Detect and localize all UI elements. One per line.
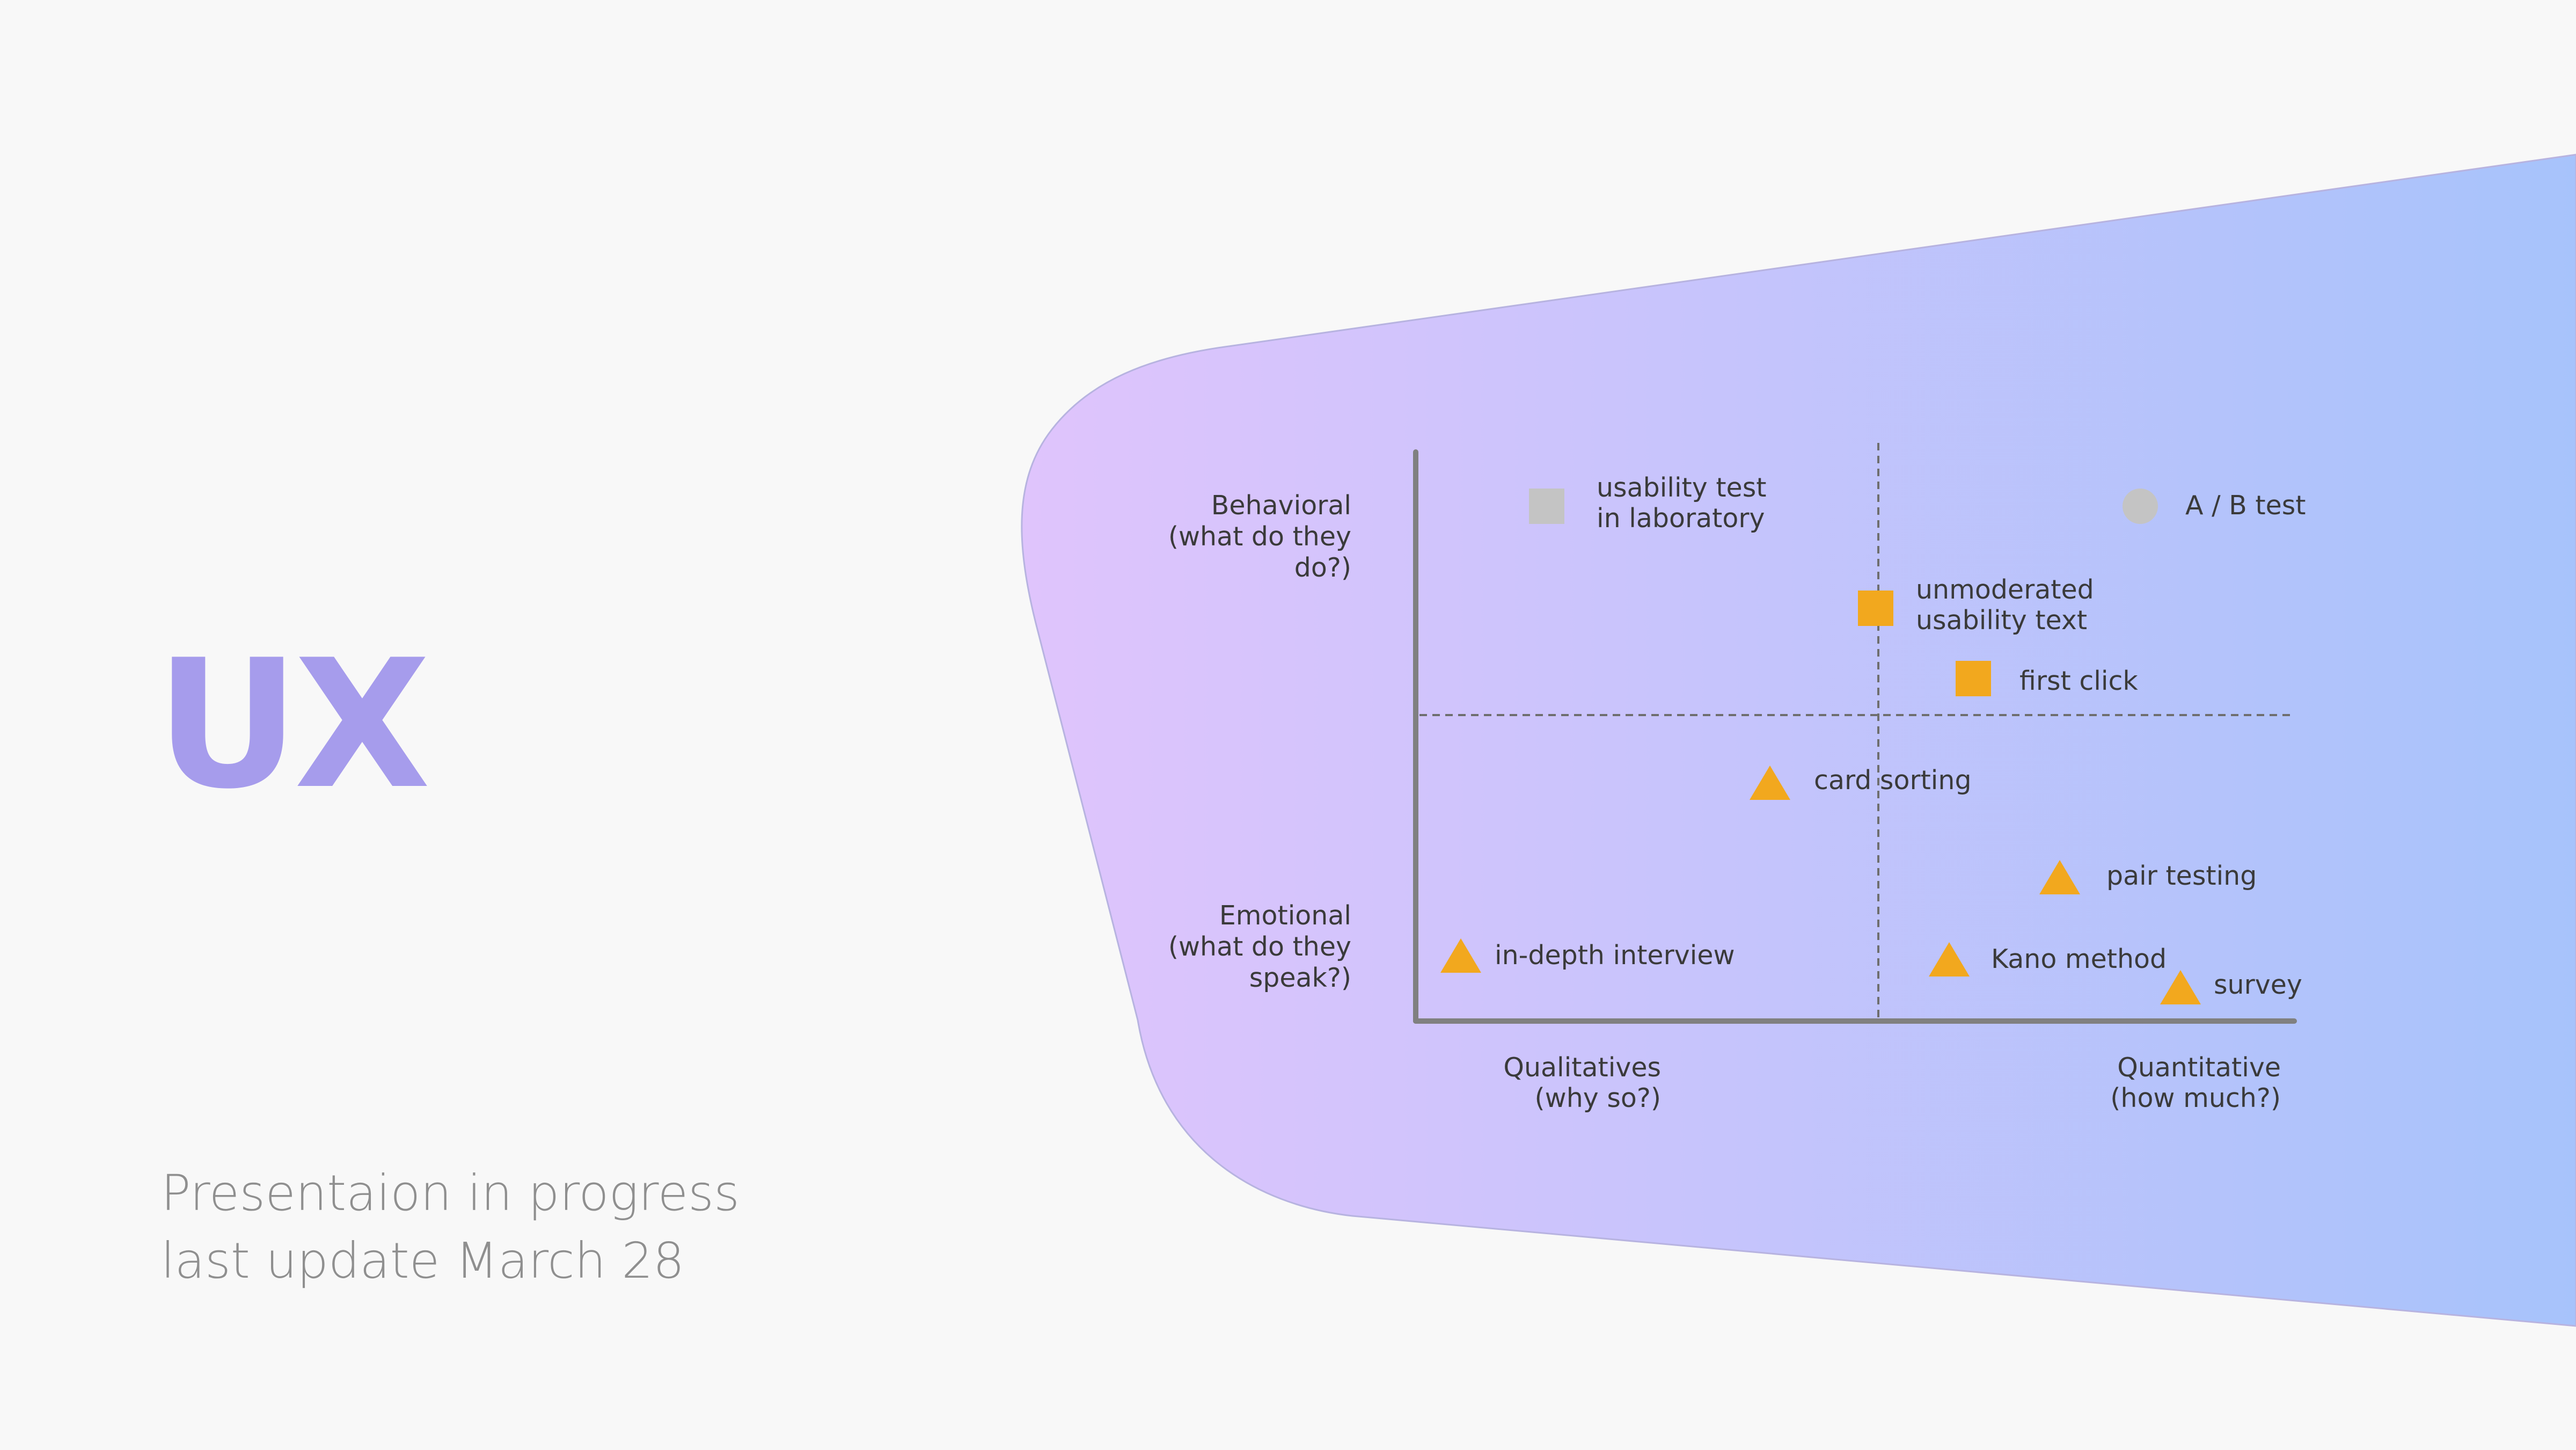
presentation-status: Presentaion in progress last update Marc…	[161, 1160, 740, 1295]
method-kano-method-label-line: Kano method	[1991, 944, 2167, 974]
method-card-sorting-label-line: card sorting	[1814, 765, 1972, 796]
method-survey-triangle-marker	[2160, 970, 2201, 1004]
method-card-sorting-label: card sorting	[1814, 765, 1972, 796]
axis-label-emotional-line: speak?)	[1249, 963, 1351, 993]
last-update-line: last update March 28	[161, 1232, 685, 1289]
axis-label-qualitative-line: Qualitatives	[1503, 1052, 1661, 1083]
method-usability-test-in-laboratory-square-marker	[1529, 489, 1564, 524]
method-a-b-test-label-line: A / B test	[2185, 490, 2306, 521]
axis-label-qualitative-line: (why so?)	[1535, 1083, 1661, 1113]
status-line: Presentaion in progress	[161, 1164, 740, 1222]
method-card-sorting-triangle-marker	[1750, 766, 1790, 800]
method-pair-testing-label-line: pair testing	[2106, 861, 2257, 891]
method-pair-testing-triangle-marker	[2039, 860, 2080, 894]
method-in-depth-interview-label-line: in-depth interview	[1495, 940, 1735, 971]
method-first-click-label-line: first click	[2019, 666, 2138, 696]
method-kano-method-label: Kano method	[1991, 944, 2167, 974]
method-first-click-label: first click	[2019, 666, 2138, 696]
method-first-click-square-marker	[1956, 661, 1991, 696]
method-a-b-test-label: A / B test	[2185, 490, 2306, 521]
page-title: UX	[156, 622, 430, 828]
method-kano-method-triangle-marker	[1929, 942, 1970, 977]
method-unmoderated-usability-text-square-marker	[1858, 591, 1893, 626]
axis-label-emotional-line: Emotional	[1219, 900, 1351, 931]
axis-label-behavioral-line: Behavioral	[1211, 490, 1351, 521]
axis-label-emotional-line: (what do they	[1168, 931, 1351, 962]
method-survey-label: survey	[2214, 970, 2302, 1000]
method-in-depth-interview-label: in-depth interview	[1495, 940, 1735, 971]
method-usability-test-in-laboratory-label-line: in laboratory	[1597, 503, 1765, 534]
method-survey-label-line: survey	[2214, 970, 2302, 1000]
axis-label-quantitative-line: (how much?)	[2110, 1083, 2281, 1113]
method-unmoderated-usability-text-label-line: unmoderated	[1916, 574, 2094, 605]
method-in-depth-interview-triangle-marker	[1440, 938, 1481, 973]
axis-label-qualitative: Qualitatives(why so?)	[1503, 1052, 1661, 1113]
method-usability-test-in-laboratory-label-line: usability test	[1597, 472, 1766, 503]
axis-label-quantitative-line: Quantitative	[2117, 1052, 2281, 1083]
gradient-panel	[1021, 154, 2576, 1327]
axis-label-quantitative: Quantitative(how much?)	[2110, 1052, 2281, 1113]
axis-label-behavioral-line: (what do they	[1168, 521, 1351, 552]
method-unmoderated-usability-text-label-line: usability text	[1916, 605, 2087, 636]
method-a-b-test-circle-marker	[2123, 489, 2158, 524]
method-pair-testing-label: pair testing	[2106, 861, 2257, 891]
axis-label-behavioral-line: do?)	[1294, 552, 1351, 583]
